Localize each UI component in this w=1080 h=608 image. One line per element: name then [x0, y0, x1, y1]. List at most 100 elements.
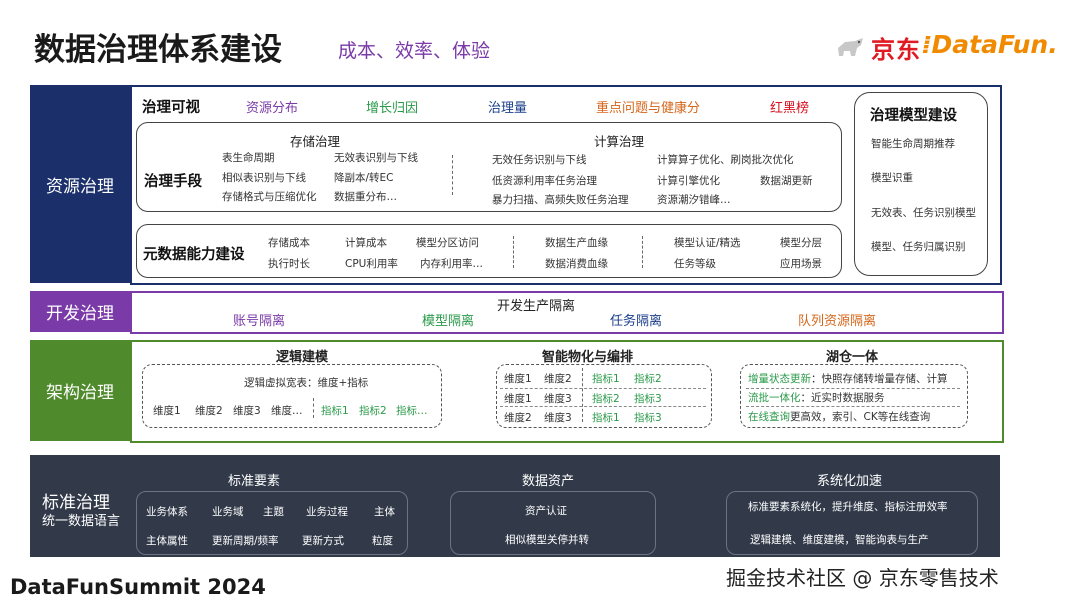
meta-item: 数据消费血缘 [545, 258, 608, 270]
datafun-mark-icon: ⁞ [922, 30, 932, 59]
data-assets-title: 数据资产 [522, 474, 575, 489]
lakehouse-key: 在线查询 [748, 411, 790, 423]
meta-item: 应用场景 [780, 258, 822, 270]
meta-item: 任务等级 [674, 258, 716, 270]
standard-governance-label: 标准治理 [42, 493, 110, 513]
dev-governance-panel [130, 291, 1004, 334]
dev-item-model-isolation: 模型隔离 [422, 314, 475, 329]
lakehouse-row: 流批一体化：近实时数据服务 [748, 390, 885, 405]
resource-governance-label: 资源治理 [30, 85, 130, 283]
arch-governance-panel [130, 340, 1004, 443]
data-assets-box [450, 491, 656, 555]
smart-cell: 指标3 [634, 412, 662, 424]
compute-item: 低资源利用率任务治理 [492, 175, 597, 187]
logic-modeling-title: 逻辑建模 [276, 350, 329, 365]
smart-cell: 维度2 [544, 373, 572, 385]
dim-item: 维度… [271, 405, 303, 417]
lakehouse-box [740, 364, 968, 428]
meta-item: 计算成本 [345, 237, 387, 249]
standard-element: 主题 [263, 506, 284, 518]
standard-element: 业务域 [212, 506, 244, 518]
visible-item-governance-volume: 治理量 [488, 101, 528, 116]
metric-item: 指标1 [321, 405, 349, 417]
storage-item: 无效表识别与下线 [334, 152, 418, 164]
standard-element: 粒度 [372, 535, 393, 547]
logic-wide-table: 逻辑虚拟宽表：维度+指标 [244, 377, 369, 389]
divider [452, 155, 453, 195]
dev-item-account-isolation: 账号隔离 [233, 314, 286, 329]
smart-materialize-title: 智能物化与编排 [542, 350, 634, 365]
lakehouse-title: 湖仓一体 [826, 350, 879, 365]
compute-item: 无效任务识别与下线 [492, 154, 587, 166]
page-title: 数据治理体系建设 [34, 32, 282, 68]
row-divider [746, 388, 960, 389]
compute-item: 计算引擎优化 [657, 175, 720, 187]
logic-modeling-box [142, 364, 442, 428]
standard-element: 主体属性 [146, 535, 188, 547]
smart-cell: 维度1 [504, 373, 532, 385]
smart-cell: 指标3 [634, 393, 662, 405]
system-accel-item: 标准要素系统化，提升维度、指标注册效率 [748, 501, 948, 513]
compute-item: 数据湖更新 [760, 175, 813, 187]
standard-element: 更新方式 [302, 535, 344, 547]
smart-cell: 维度2 [504, 412, 532, 424]
standard-element: 主体 [374, 506, 395, 518]
data-asset-item: 相似模型关停并转 [505, 534, 589, 546]
standard-elements-title: 标准要素 [228, 474, 281, 489]
visible-item-red-black-list: 红黑榜 [770, 101, 810, 116]
datafun-logo-text: DataFun. [931, 30, 1058, 59]
standard-governance-panel [30, 455, 1000, 557]
lakehouse-row: 增量状态更新：快照存储转增量存储、计算 [748, 371, 948, 386]
standard-element: 业务过程 [306, 506, 348, 518]
resource-governance-label-text: 资源治理 [46, 176, 114, 197]
metric-item: 指标2 [359, 405, 387, 417]
divider [642, 236, 643, 268]
row-divider [500, 406, 706, 407]
standard-governance-sublabel: 统一数据语言 [42, 514, 121, 529]
smart-cell: 维度1 [504, 393, 532, 405]
footer-brand: DataFunSummit 2024 [10, 575, 266, 599]
dev-item-task-isolation: 任务隔离 [610, 314, 663, 329]
visible-item-growth-attribution: 增长归因 [366, 101, 419, 116]
smart-cell: 指标2 [592, 393, 620, 405]
dim-item: 维度2 [195, 405, 223, 417]
storage-item: 数据重分布… [334, 191, 397, 203]
system-accel-item: 逻辑建模、维度建模，智能询表与生产 [750, 534, 929, 546]
meta-item: 模型认证/精选 [674, 237, 741, 249]
datafun-logo: ⁞DataFun. [922, 30, 1058, 59]
storage-item: 相似表识别与下线 [222, 172, 306, 184]
storage-governance-title: 存储治理 [290, 134, 341, 149]
standard-element: 业务体系 [146, 506, 188, 518]
governance-model-title: 治理模型建设 [870, 108, 957, 124]
lakehouse-key: 增量状态更新 [748, 373, 811, 385]
dev-governance-label-text: 开发治理 [46, 304, 114, 324]
smart-materialize-box [496, 364, 712, 428]
lakehouse-row: 在线查询更高效，索引、CK等在线查询 [748, 409, 930, 424]
storage-item: 降副本/转EC [334, 172, 394, 184]
dev-item-queue-isolation: 队列资源隔离 [798, 314, 877, 329]
smart-cell: 指标1 [592, 373, 620, 385]
metric-item: 指标… [396, 405, 428, 417]
model-item: 模型、任务归属识别 [871, 241, 966, 253]
meta-item: 内存利用率… [420, 258, 483, 270]
governance-means-label: 治理手段 [144, 174, 202, 190]
smart-cell: 指标1 [592, 412, 620, 424]
data-asset-item: 资产认证 [525, 505, 567, 517]
compute-item: 暴力扫描、高频失败任务治理 [492, 194, 629, 206]
meta-item: 模型分区访问 [416, 237, 479, 249]
row-divider [500, 388, 706, 389]
smart-cell: 维度3 [544, 412, 572, 424]
smart-cell: 维度3 [544, 393, 572, 405]
governance-model-box [854, 92, 988, 276]
dev-prod-isolation: 开发生产隔离 [497, 299, 576, 314]
dim-item: 维度1 [153, 405, 181, 417]
meta-item: 执行时长 [268, 258, 310, 270]
standard-elements-box [136, 491, 408, 555]
divider [513, 236, 514, 268]
visible-item-key-issues-health: 重点问题与健康分 [596, 101, 701, 116]
meta-item: 模型分层 [780, 237, 822, 249]
dim-item: 维度3 [233, 405, 261, 417]
model-item: 智能生命周期推荐 [871, 138, 955, 150]
meta-item: 存储成本 [268, 237, 310, 249]
governance-means-box [136, 122, 842, 212]
